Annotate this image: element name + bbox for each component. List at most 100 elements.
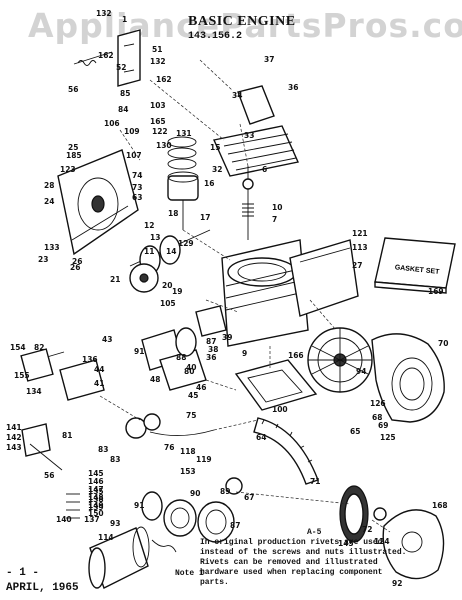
part-callout-24: 24 (44, 197, 54, 206)
part-callout-134: 134 (26, 387, 42, 396)
part-callout-13: 13 (150, 233, 160, 242)
part-callout-17: 17 (200, 213, 210, 222)
part-callout-85: 85 (120, 89, 130, 98)
part-callout-56: 56 (68, 85, 78, 94)
shroud-part (253, 417, 319, 485)
part-callout-21: 21 (110, 275, 120, 284)
part-callout-32: 32 (212, 165, 222, 174)
part-callout-153: 153 (180, 467, 196, 476)
part-callout-90: 90 (190, 489, 200, 498)
part-callout-36: 36 (288, 83, 298, 92)
cylinder-block-part (221, 239, 309, 347)
shield-part (237, 85, 275, 125)
part-callout-45: 45 (188, 391, 198, 400)
part-callout-100: 100 (272, 405, 288, 414)
part-callout-133: 133 (44, 243, 60, 252)
part-callout-74: 74 (132, 171, 142, 180)
part-callout-73: 73 (132, 183, 142, 192)
part-callout-132: 132 (150, 57, 166, 66)
note-label: Note 1 (175, 569, 204, 578)
part-callout-41: 41 (94, 379, 104, 388)
watermark: AppliancePartsPros.com (28, 6, 462, 45)
part-callout-162: 162 (156, 75, 172, 84)
part-callout-87: 87 (230, 521, 240, 530)
part-callout-34: 34 (232, 91, 242, 100)
part-callout-92: 92 (392, 579, 402, 588)
part-callout-122: 122 (152, 127, 168, 136)
part-callout-18: 18 (168, 209, 178, 218)
part-callout-84: 84 (118, 105, 128, 114)
part-callout-38: 38 (208, 345, 218, 354)
part-callout-9: 9 (242, 349, 247, 358)
part-callout-43: 43 (102, 335, 112, 344)
part-callout-56: 56 (44, 471, 54, 480)
part-callout-14: 14 (166, 247, 176, 256)
part-callout-82: 82 (34, 343, 44, 352)
part-callout-131: 131 (176, 129, 192, 138)
part-callout-91: 91 (134, 501, 144, 510)
part-callout-33: 33 (244, 131, 254, 140)
part-callout-139: 139 (88, 503, 104, 512)
part-callout-28: 28 (44, 181, 54, 190)
blower-housing-part (371, 333, 445, 423)
starter-assembly-part (141, 477, 243, 543)
model-number: 143.156.2 (188, 31, 243, 42)
part-callout-7: 7 (272, 215, 277, 224)
part-callout-23: 23 (38, 255, 48, 264)
part-callout-162: 162 (98, 51, 114, 60)
part-callout-106: 106 (104, 119, 120, 128)
part-callout-48: 48 (150, 375, 160, 384)
part-callout-83: 83 (98, 445, 108, 454)
part-callout-130: 130 (156, 141, 172, 150)
part-callout-65: 65 (350, 427, 360, 436)
base-gasket-part (234, 359, 318, 411)
part-callout-126: 126 (370, 399, 386, 408)
part-callout-118: 118 (180, 447, 196, 456)
part-callout-63: 63 (132, 193, 142, 202)
part-callout-44: 44 (94, 365, 104, 374)
part-callout-87: 87 (206, 337, 216, 346)
part-callout-26: 26 (72, 257, 82, 266)
part-callout-148: 148 (88, 493, 104, 502)
part-callout-6: 6 (262, 165, 267, 174)
part-callout-1: 1 (122, 15, 127, 24)
part-callout-16: 16 (204, 179, 214, 188)
part-callout-132: 132 (96, 9, 112, 18)
part-callout-119: 119 (196, 455, 212, 464)
part-callout-94: 94 (356, 367, 366, 376)
control-lever-part (21, 423, 63, 471)
part-callout-109: 109 (124, 127, 140, 136)
part-callout-40: 40 (186, 363, 196, 372)
part-callout-10: 10 (272, 203, 282, 212)
part-callout-168: 168 (432, 501, 448, 510)
part-callout-113: 113 (352, 243, 368, 252)
part-callout-114: 114 (98, 533, 114, 542)
part-callout-135: 135 (88, 487, 104, 496)
part-callout-51: 51 (152, 45, 162, 54)
part-callout-142: 142 (6, 433, 22, 442)
leader-lines (99, 59, 391, 533)
part-callout-149: 149 (88, 501, 104, 510)
part-callout-150: 150 (88, 509, 104, 518)
section-code: A-5 (307, 528, 322, 537)
part-callout-67: 67 (244, 493, 254, 502)
part-callout-11: 11 (144, 247, 154, 256)
end-cover-part (373, 507, 445, 580)
part-callout-165: 165 (150, 117, 166, 126)
part-callout-141: 141 (6, 423, 22, 432)
cylinder-head-part (213, 125, 299, 177)
recoil-spring-part (88, 526, 177, 589)
screw-stack-part (66, 493, 80, 519)
page-number: - 1 - (6, 567, 40, 579)
gasket-set-caption: GASKET SET (394, 264, 440, 276)
part-callout-80: 80 (184, 367, 194, 376)
part-callout-146: 146 (88, 477, 104, 486)
part-callout-138: 138 (88, 495, 104, 504)
valve-parts (242, 166, 254, 240)
part-callout-91: 91 (134, 347, 144, 356)
part-callout-76: 76 (164, 443, 174, 452)
part-callout-103: 103 (150, 101, 166, 110)
part-callout-19: 19 (172, 287, 182, 296)
